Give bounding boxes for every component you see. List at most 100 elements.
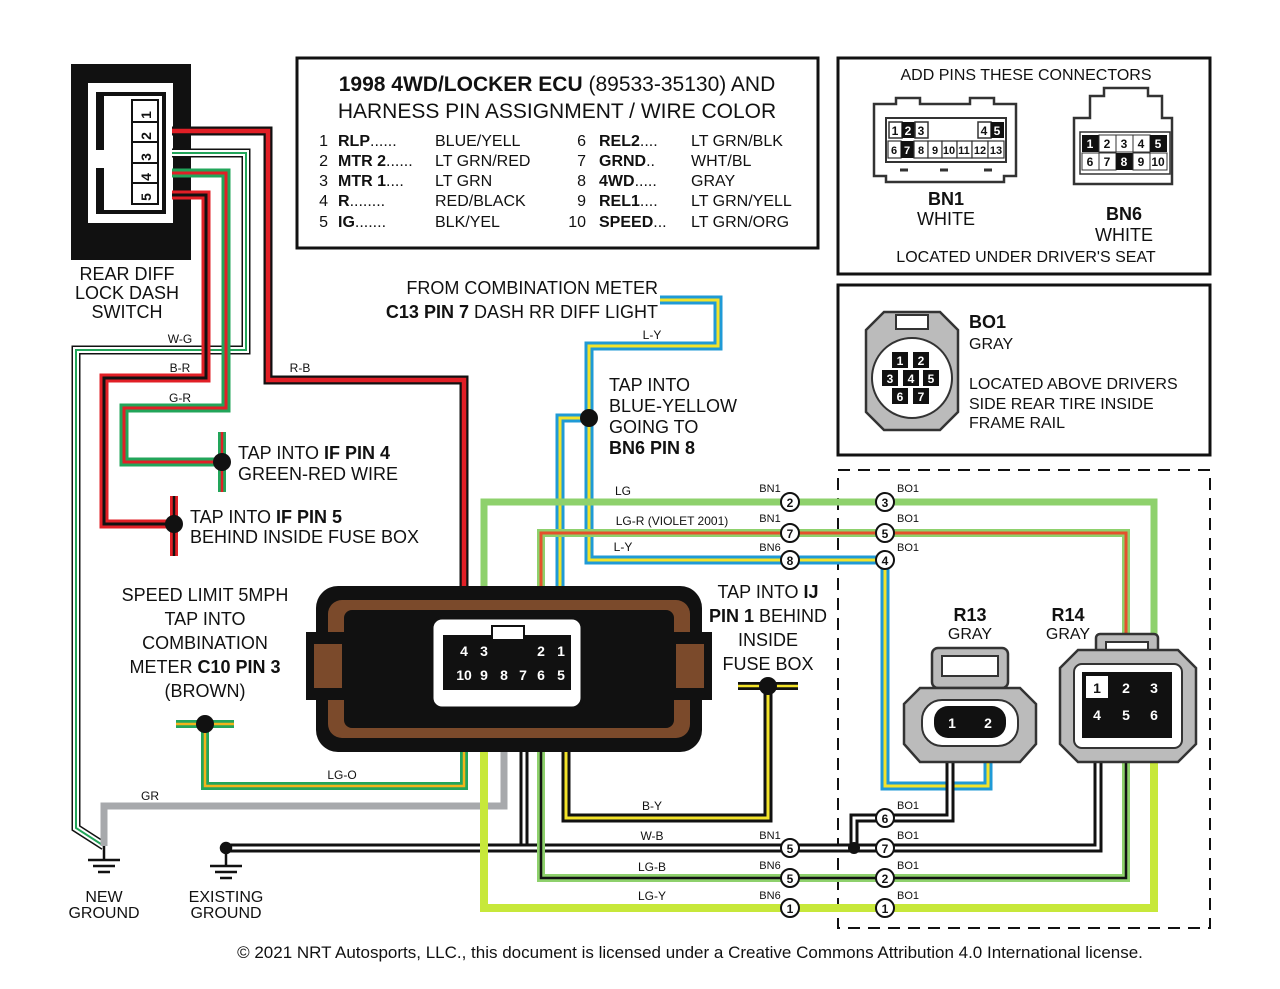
ecu-pin-num: 5 — [557, 667, 565, 683]
rear-diff-switch: 1 2 3 4 5 — [71, 64, 191, 260]
bn6-color: WHITE — [1095, 225, 1153, 245]
junction-num: 6 — [882, 812, 889, 826]
ecu-pin-num: 8 — [500, 667, 508, 683]
junction-bo1-2: 2 BO1 — [875, 860, 919, 888]
wire-r-b-inner — [172, 128, 467, 640]
ecu-pin-num: 4 — [460, 643, 468, 659]
bo1-latch — [895, 314, 929, 330]
junction-num: 1 — [882, 902, 889, 916]
r13-connector: 1 2 — [902, 646, 1038, 764]
wire-label-gr: GR — [141, 789, 159, 803]
r14-pin-num: 2 — [1122, 680, 1130, 696]
ij-note-line-4: FUSE BOX — [722, 654, 813, 674]
copyright: © 2021 NRT Autosports, LLC., this docume… — [237, 943, 1143, 962]
junction-bn1-7: 7 BN1 — [759, 513, 800, 543]
junction-conn: BO1 — [897, 890, 919, 902]
junction-conn: BN1 — [759, 830, 780, 842]
meter-note-bold: C13 PIN 7 — [386, 302, 469, 322]
pin-dots: .... — [640, 133, 658, 150]
pin-name: MTR 1.... — [338, 173, 404, 190]
pin-color: LT GRN/BLK — [691, 133, 783, 150]
wire-lg-y — [480, 700, 1158, 912]
bo1-pin-num: 5 — [928, 372, 935, 386]
speed-note-bold: C10 PIN 3 — [197, 657, 280, 677]
speed-note-line-4: METER C10 PIN 3 — [129, 657, 280, 677]
bn1-name: BN1 — [928, 189, 964, 209]
speed-note-line-1: SPEED LIMIT 5MPH — [122, 585, 289, 605]
bn6-pin-num: 1 — [1087, 137, 1094, 151]
tap-if-pin5-pre: TAP INTO — [190, 507, 271, 527]
bo1-pin-num: 1 — [897, 354, 904, 368]
wire-label-lg-o: LG-O — [327, 768, 356, 782]
pin-color: LT GRN/YELL — [691, 193, 792, 210]
pin-dots: .... — [640, 193, 658, 210]
r14-color: GRAY — [1046, 626, 1090, 643]
ecu-pin-num: 3 — [480, 643, 488, 659]
junction-conn: BN6 — [759, 860, 780, 872]
new-ground-label-1: NEW — [85, 889, 123, 906]
bn1-pin-num: 5 — [994, 124, 1001, 138]
bn1-pin-num: 3 — [918, 124, 925, 138]
pin-name: RLP...... — [338, 133, 397, 150]
bo1-location-3: FRAME RAIL — [969, 415, 1065, 432]
wire-label-b-r: B-R — [170, 361, 191, 375]
pin-dots: .. — [646, 153, 655, 170]
pin-name-text: REL2 — [599, 133, 640, 150]
ij-note-line-3: INSIDE — [738, 630, 798, 650]
pin-name-text: R — [338, 193, 350, 210]
pin-name-text: REL1 — [599, 193, 640, 210]
pin-color: BLUE/YELL — [435, 133, 520, 150]
bo1-pin-cell — [913, 352, 929, 368]
pin-name-text: RLP — [338, 133, 370, 150]
bn6-pin-cell — [1149, 152, 1168, 171]
switch-notch — [88, 150, 106, 168]
wire-label-lg-b: LG-B — [638, 860, 666, 874]
bn6-pin-num: 9 — [1138, 155, 1145, 169]
pin-num: 4 — [319, 193, 328, 210]
ij-note-bold: IJ — [804, 582, 819, 602]
bn6-pin-num: 8 — [1121, 155, 1128, 169]
ij-note-line-1: TAP INTO IJ — [717, 582, 818, 602]
wire-label-l-y-top: L-Y — [643, 328, 662, 342]
bn-box-heading: ADD PINS THESE CONNECTORS — [900, 67, 1151, 84]
junction-num: 5 — [882, 527, 889, 541]
new-ground-symbol — [88, 846, 120, 874]
bo1-color: GRAY — [969, 336, 1013, 353]
switch-pin-num: 3 — [138, 153, 154, 161]
bo1-pin-num: 7 — [918, 390, 925, 404]
pin-dots: .... — [386, 173, 404, 190]
ecu-pin-num: 7 — [519, 667, 527, 683]
wire-label-lg-y: LG-Y — [638, 889, 666, 903]
junction-conn: BN1 — [759, 513, 780, 525]
tap-dot-if-pin4 — [213, 453, 231, 471]
bo1-pin-cell — [913, 388, 929, 404]
pin-num: 2 — [319, 153, 328, 170]
switch-label-2: LOCK DASH — [75, 283, 179, 303]
bn6-pin-num: 2 — [1104, 137, 1111, 151]
bn6-pin-cell — [1150, 135, 1167, 152]
wires — [71, 126, 1158, 912]
wire-label-l-y: L-Y — [614, 540, 633, 554]
tap-if-pin5-bold: IF PIN 5 — [276, 507, 342, 527]
ij-note-pre: TAP INTO — [717, 582, 798, 602]
bn6-pin-num: 5 — [1155, 137, 1162, 151]
switch-pin-num: 5 — [138, 193, 154, 201]
pin-dots: ....... — [355, 214, 386, 231]
bn1-pin-num: 7 — [904, 145, 910, 157]
junction-num: 4 — [882, 554, 889, 568]
junction-bn6-8: 8 BN6 — [759, 542, 800, 570]
bo1-pin-cell — [892, 352, 908, 368]
pin-name-text: MTR 2 — [338, 153, 386, 170]
pin-color: LT GRN/RED — [435, 153, 530, 170]
pin-name-text: 4WD — [599, 173, 635, 190]
pin-name-text: SPEED — [599, 214, 653, 231]
junction-bo1-6: 6 BO1 — [875, 800, 919, 828]
pin-color: WHT/BL — [691, 153, 752, 170]
bo1-pin-num: 6 — [897, 390, 904, 404]
pin-num: 8 — [577, 173, 586, 190]
bn1-pin-num: 9 — [932, 145, 938, 157]
bn1-pin-cell — [914, 121, 929, 139]
pin-color: RED/BLACK — [435, 193, 526, 210]
switch-pin-num: 4 — [138, 173, 154, 181]
bn1-pin-cell — [901, 141, 914, 158]
